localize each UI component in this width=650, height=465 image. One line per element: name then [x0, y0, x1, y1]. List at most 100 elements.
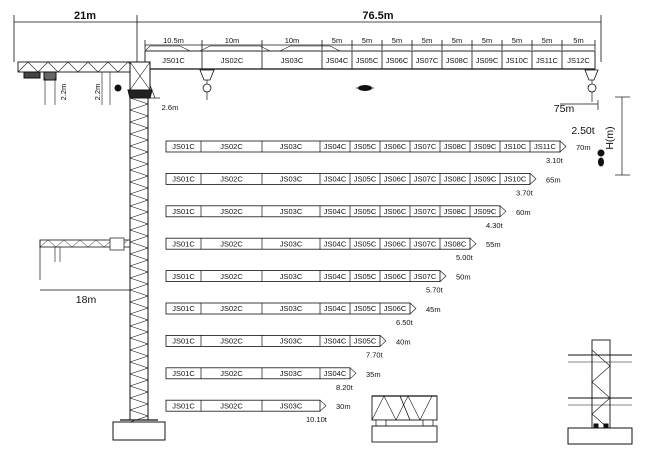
config-segment-label: JS04C — [324, 239, 347, 248]
config-segment-label: JS02C — [220, 239, 243, 248]
config-tip — [499, 205, 507, 218]
mast-section-detail — [371, 395, 438, 443]
segment-length-label: 5m — [332, 36, 342, 45]
config-bar — [165, 334, 381, 347]
segment-length-label: 5m — [542, 36, 552, 45]
segment-length-label: 5m — [512, 36, 522, 45]
mast-brace — [129, 277, 149, 291]
segment-length-label: 5m — [482, 36, 492, 45]
config-tip — [379, 335, 387, 347]
counter-jib-length: 21m — [74, 10, 96, 22]
config-segment-label: JS06C — [384, 207, 407, 216]
jib-segment-label: JS11C — [536, 56, 559, 65]
config-segment-label: JS02C — [220, 304, 243, 313]
mast-brace — [129, 169, 149, 183]
jib-segment-label: JS12C — [567, 56, 590, 65]
config-tip — [529, 173, 537, 185]
jib-segment-label: JS04C — [326, 56, 349, 65]
jib-tip — [560, 69, 599, 110]
config-segment-label: JS02C — [220, 337, 243, 346]
config-segment-label: JS03C — [280, 369, 303, 378]
config-segment-label: JS05C — [354, 304, 377, 313]
config-segment-label: JS01C — [172, 272, 195, 281]
config-bar — [165, 205, 501, 218]
mast-brace — [129, 361, 149, 375]
config-length-label: 55m — [486, 240, 501, 249]
jib-segment-label: JS01C — [162, 56, 185, 65]
config-segment-label: JS08C — [444, 239, 467, 248]
config-bar — [165, 367, 351, 380]
config-length-label: 35m — [366, 370, 381, 379]
segment-length-label: 5m — [392, 36, 402, 45]
config-segment-label: JS10C — [504, 142, 527, 151]
config-segment-label: JS03C — [280, 272, 303, 281]
config-bar — [165, 237, 471, 250]
config-segment-label: JS05C — [354, 175, 377, 184]
config-bar — [165, 302, 411, 315]
jib-segment-label: JS09C — [476, 56, 499, 65]
config-segment-label: JS02C — [220, 369, 243, 378]
config-tip-load-label: 3.70t — [516, 188, 534, 197]
config-tip-load-label: 10.10t — [306, 415, 328, 424]
config-segment-label: JS02C — [220, 272, 243, 281]
config-segment-label: JS06C — [384, 272, 407, 281]
mast-brace — [129, 217, 149, 231]
config-segment-label: JS03C — [280, 239, 303, 248]
jib-segment-label: JS06C — [386, 56, 409, 65]
jib-segment-label: JS03C — [281, 56, 304, 65]
config-segment-label: JS03C — [280, 175, 303, 184]
config-tip-load-label: 6.50t — [396, 318, 414, 327]
config-segment-label: JS01C — [172, 207, 195, 216]
config-bar — [165, 140, 561, 153]
jib-segment-label: JS08C — [446, 56, 469, 65]
max-radius-label: 75m — [554, 103, 575, 115]
mast-brace — [129, 313, 149, 327]
counter-jib-height-b: 2.2m — [93, 84, 102, 101]
config-segment-label: JS04C — [324, 142, 347, 151]
hook-height-label: H(m) — [604, 126, 616, 149]
mast-brace — [129, 97, 149, 111]
config-segment-label: JS03C — [280, 304, 303, 313]
config-segment-label: JS03C — [280, 207, 303, 216]
segment-length-label: 10m — [285, 36, 300, 45]
mast-brace — [129, 109, 149, 123]
mast-brace — [129, 145, 149, 159]
config-segment-label: JS06C — [384, 239, 407, 248]
config-segment-label: JS01C — [172, 175, 195, 184]
config-bar — [165, 399, 321, 412]
mast-brace — [129, 397, 149, 411]
config-segment-label: JS04C — [324, 272, 347, 281]
config-length-label: 50m — [456, 273, 471, 282]
config-tip — [349, 367, 357, 380]
top-dimensions — [13, 15, 602, 62]
config-segment-label: JS01C — [172, 142, 195, 151]
config-segment-label: JS09C — [474, 175, 497, 184]
segment-length-label: 10.5m — [163, 36, 184, 45]
lower-jib — [39, 237, 131, 291]
config-tip — [409, 302, 417, 315]
config-tip-load-label: 7.70t — [366, 350, 384, 359]
config-segment-label: JS07C — [414, 239, 437, 248]
config-segment-label: JS10C — [504, 175, 527, 184]
config-tip-load-label: 5.70t — [426, 286, 444, 295]
mast-brace — [129, 121, 149, 135]
config-tip — [469, 237, 477, 250]
counter-jib-height-a: 2.2m — [59, 84, 68, 101]
config-segment-label: JS01C — [172, 304, 195, 313]
config-segment-label: JS01C — [172, 337, 195, 346]
config-bar — [165, 172, 531, 185]
segment-length-label: 5m — [573, 36, 583, 45]
config-tip-load-label: 4.30t — [486, 221, 504, 230]
config-segment-label: JS02C — [220, 401, 243, 410]
segment-length-label: 5m — [452, 36, 462, 45]
jib-segment-dividers — [201, 51, 563, 69]
foundation-detail — [567, 339, 633, 445]
